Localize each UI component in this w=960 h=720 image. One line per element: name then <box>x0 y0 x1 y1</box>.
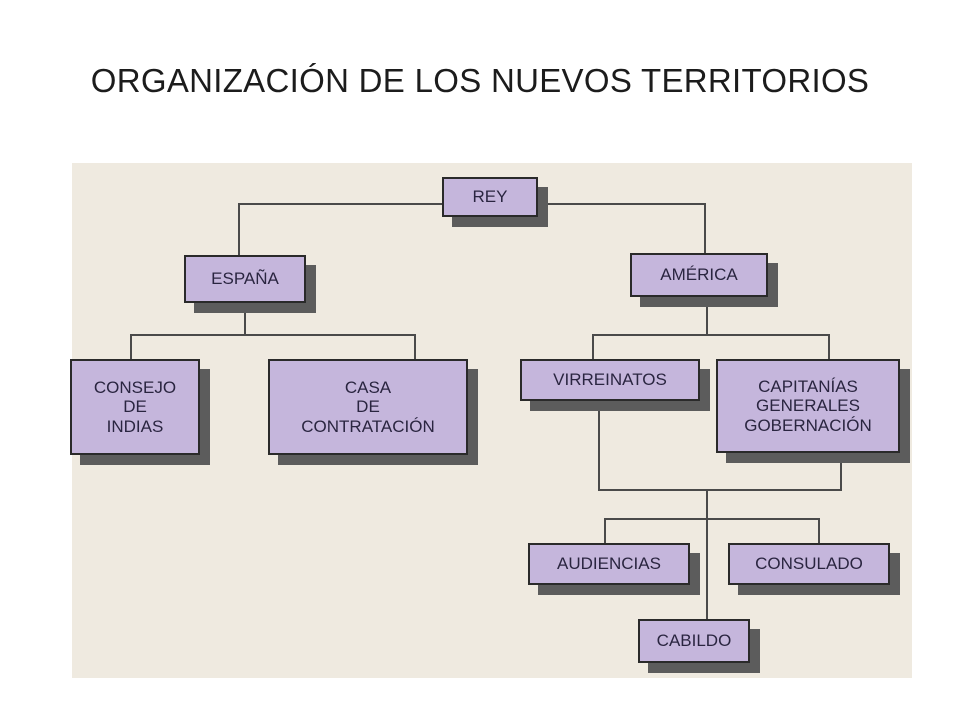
node-consulado: CONSULADO <box>728 543 900 595</box>
connector-to-audiencias <box>604 518 606 545</box>
connector-to-espana <box>238 203 240 258</box>
node-virreinatos-label: VIRREINATOS <box>520 359 700 401</box>
connector-america-horizontal <box>592 334 830 336</box>
node-casa-de-contratacion: CASA DE CONTRATACIÓN <box>268 359 478 465</box>
node-america-label: AMÉRICA <box>630 253 768 297</box>
connector-to-capitanias <box>828 334 830 362</box>
connector-to-consejo <box>130 334 132 362</box>
org-chart-panel: REY ESPAÑA AMÉRICA CONSEJO DE INDIAS CAS… <box>70 163 912 678</box>
node-espana-label: ESPAÑA <box>184 255 306 303</box>
node-rey-label: REY <box>442 177 538 217</box>
node-america: AMÉRICA <box>630 253 778 307</box>
node-capitanias-generales: CAPITANÍAS GENERALES GOBERNACIÓN <box>716 359 910 463</box>
connector-virreinatos-down <box>598 408 600 490</box>
connector-merge-horizontal <box>598 489 842 491</box>
connector-to-virreinatos <box>592 334 594 362</box>
node-cabildo: CABILDO <box>638 619 760 673</box>
node-espana: ESPAÑA <box>184 255 316 313</box>
node-consejo-label: CONSEJO DE INDIAS <box>70 359 200 455</box>
connector-espana-down <box>244 313 246 335</box>
connector-to-casa <box>414 334 416 362</box>
node-capitanias-label: CAPITANÍAS GENERALES GOBERNACIÓN <box>716 359 900 453</box>
connector-lower-horizontal <box>604 518 820 520</box>
node-virreinatos: VIRREINATOS <box>520 359 710 411</box>
page-title: ORGANIZACIÓN DE LOS NUEVOS TERRITORIOS <box>90 62 870 99</box>
connector-espana-horizontal <box>130 334 416 336</box>
connector-to-america <box>704 203 706 258</box>
connector-capitanias-down <box>840 458 842 490</box>
node-audiencias-label: AUDIENCIAS <box>528 543 690 585</box>
node-casa-label: CASA DE CONTRATACIÓN <box>268 359 468 455</box>
connector-america-down <box>706 298 708 335</box>
connector-merge-down <box>706 489 708 619</box>
node-audiencias: AUDIENCIAS <box>528 543 700 595</box>
node-rey: REY <box>442 177 548 227</box>
node-consejo-de-indias: CONSEJO DE INDIAS <box>70 359 210 465</box>
node-cabildo-label: CABILDO <box>638 619 750 663</box>
connector-to-consulado <box>818 518 820 545</box>
node-consulado-label: CONSULADO <box>728 543 890 585</box>
